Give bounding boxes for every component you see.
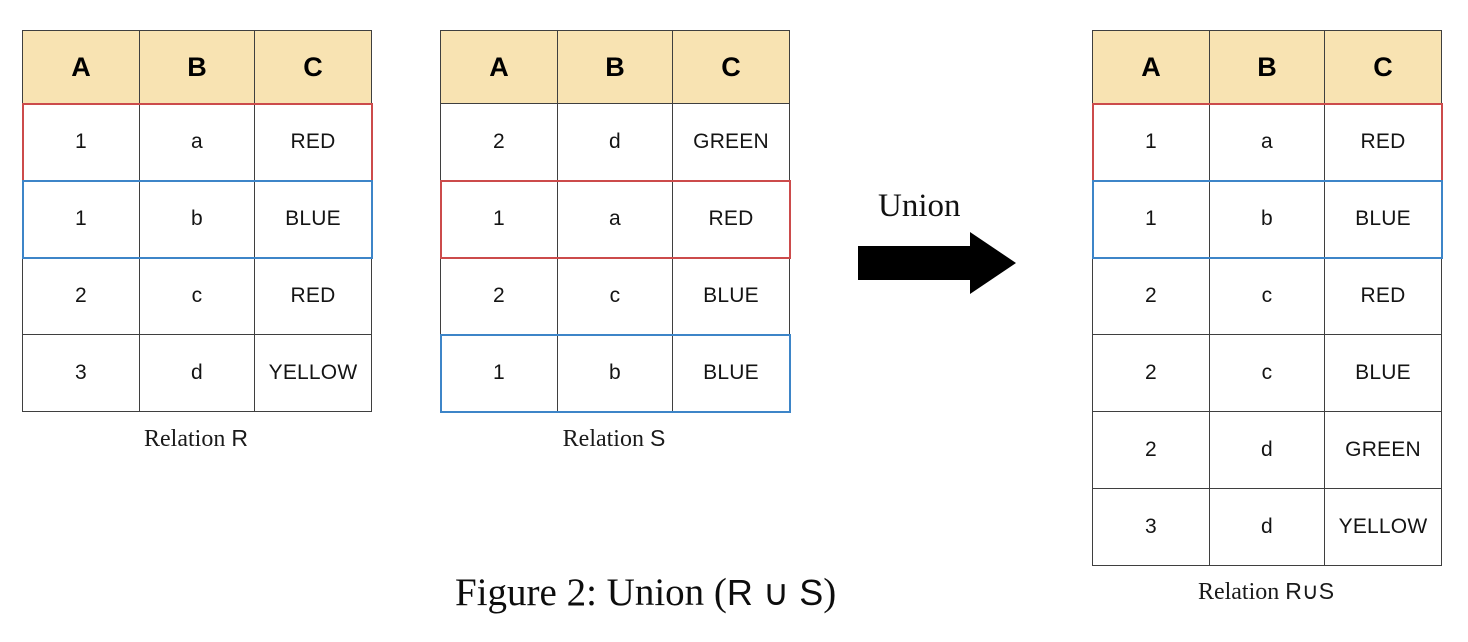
cell-b: d bbox=[1209, 411, 1325, 489]
column-header-c: C bbox=[1324, 30, 1442, 104]
cell-c: RED bbox=[672, 180, 790, 258]
cell-c: BLUE bbox=[1324, 180, 1442, 258]
cell-a: 1 bbox=[440, 334, 558, 412]
cell-b: c bbox=[1209, 257, 1325, 335]
column-header-c: C bbox=[672, 30, 790, 104]
column-header-b: B bbox=[557, 30, 673, 104]
column-header-b: B bbox=[1209, 30, 1325, 104]
cell-a: 1 bbox=[440, 180, 558, 258]
figure-caption: Figure 2: Union (R ∪ S) bbox=[455, 570, 836, 615]
cell-c: BLUE bbox=[1324, 334, 1442, 412]
cell-c: BLUE bbox=[672, 334, 790, 412]
cell-a: 3 bbox=[1092, 488, 1210, 566]
cell-b: b bbox=[139, 180, 255, 258]
cell-c: RED bbox=[1324, 257, 1442, 335]
cell-a: 2 bbox=[22, 257, 140, 335]
cell-a: 2 bbox=[1092, 334, 1210, 412]
cell-b: a bbox=[1209, 103, 1325, 181]
cell-c: BLUE bbox=[672, 257, 790, 335]
cell-a: 1 bbox=[1092, 103, 1210, 181]
relation-union-label-name: R∪S bbox=[1285, 578, 1335, 604]
column-header-a: A bbox=[22, 30, 140, 104]
cell-c: RED bbox=[254, 103, 372, 181]
column-header-a: A bbox=[1092, 30, 1210, 104]
column-header-b: B bbox=[139, 30, 255, 104]
right-arrow-icon bbox=[858, 232, 1016, 294]
cell-b: b bbox=[1209, 180, 1325, 258]
union-operator-label: Union bbox=[878, 188, 961, 224]
cell-b: c bbox=[557, 257, 673, 335]
cell-b: c bbox=[139, 257, 255, 335]
table-header-row: A B C bbox=[440, 30, 790, 104]
cell-b: a bbox=[557, 180, 673, 258]
relation-s-label-name: S bbox=[649, 425, 666, 451]
column-header-c: C bbox=[254, 30, 372, 104]
cell-a: 2 bbox=[1092, 411, 1210, 489]
relation-union-label: Relation R∪S bbox=[1092, 578, 1440, 606]
relation-r-label: Relation R bbox=[22, 425, 370, 453]
table-header-row: A B C bbox=[1092, 30, 1442, 104]
relation-s-label: Relation S bbox=[440, 425, 788, 453]
cell-c: RED bbox=[1324, 103, 1442, 181]
column-header-a: A bbox=[440, 30, 558, 104]
cell-c: YELLOW bbox=[1324, 488, 1442, 566]
cell-c: YELLOW bbox=[254, 334, 372, 412]
cell-a: 1 bbox=[22, 180, 140, 258]
cell-a: 1 bbox=[1092, 180, 1210, 258]
cell-b: d bbox=[557, 103, 673, 181]
cell-c: GREEN bbox=[672, 103, 790, 181]
cell-a: 2 bbox=[1092, 257, 1210, 335]
cell-c: GREEN bbox=[1324, 411, 1442, 489]
relation-r-label-prefix: Relation bbox=[144, 426, 232, 452]
relation-s-label-prefix: Relation bbox=[562, 426, 650, 452]
cell-a: 2 bbox=[440, 103, 558, 181]
table-header-row: A B C bbox=[22, 30, 372, 104]
cell-b: b bbox=[557, 334, 673, 412]
cell-b: a bbox=[139, 103, 255, 181]
cell-b: d bbox=[1209, 488, 1325, 566]
figure-caption-operands: R ∪ S bbox=[726, 572, 824, 613]
figure-caption-suffix: ) bbox=[823, 571, 837, 614]
relation-r-label-name: R bbox=[231, 425, 248, 451]
figure-caption-prefix: Figure 2: Union ( bbox=[455, 571, 727, 614]
cell-b: c bbox=[1209, 334, 1325, 412]
cell-a: 3 bbox=[22, 334, 140, 412]
cell-b: d bbox=[139, 334, 255, 412]
cell-c: RED bbox=[254, 257, 372, 335]
cell-a: 2 bbox=[440, 257, 558, 335]
cell-c: BLUE bbox=[254, 180, 372, 258]
relation-union-label-prefix: Relation bbox=[1197, 579, 1286, 605]
cell-a: 1 bbox=[22, 103, 140, 181]
